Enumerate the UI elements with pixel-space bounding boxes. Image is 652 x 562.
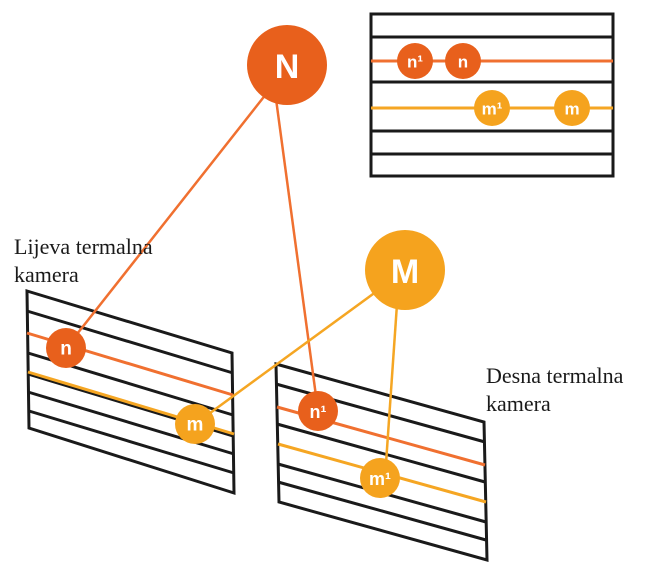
ray-N-to-left-n (65, 83, 275, 349)
right-camera-label: Desna termalna kamera (486, 362, 623, 418)
left-n-point: n (46, 328, 86, 368)
inset-n1-label: n¹ (407, 53, 423, 72)
right-m1-point: m¹ (360, 458, 400, 498)
inset-panel: n¹ n m¹ m (369, 12, 615, 178)
right-m1-label: m¹ (369, 469, 391, 489)
world-point-N-label: N (275, 48, 300, 86)
inset-m-label: m (564, 100, 579, 119)
world-point-M: M (365, 230, 445, 310)
right-n1-point: n¹ (298, 391, 338, 431)
right-n1-label: n¹ (310, 402, 327, 422)
left-m-point: m (175, 404, 215, 444)
world-point-M-label: M (391, 253, 419, 291)
ray-M-to-left-m (194, 273, 400, 426)
left-n-label: n (60, 339, 72, 360)
inset-n-label: n (458, 53, 468, 72)
right-camera-label-line2: kamera (486, 391, 551, 416)
inset-m1-label: m¹ (482, 100, 503, 119)
ray-N-to-right-n1 (272, 83, 320, 412)
world-point-N: N (247, 25, 327, 105)
left-camera-label-line1: Lijeva termalna (14, 234, 153, 259)
left-camera-label: Lijeva termalna kamera (14, 233, 153, 289)
left-camera-label-line2: kamera (14, 262, 79, 287)
left-camera-plane (25, 288, 236, 496)
right-camera-label-line1: Desna termalna (486, 363, 624, 388)
left-m-label: m (187, 415, 204, 436)
